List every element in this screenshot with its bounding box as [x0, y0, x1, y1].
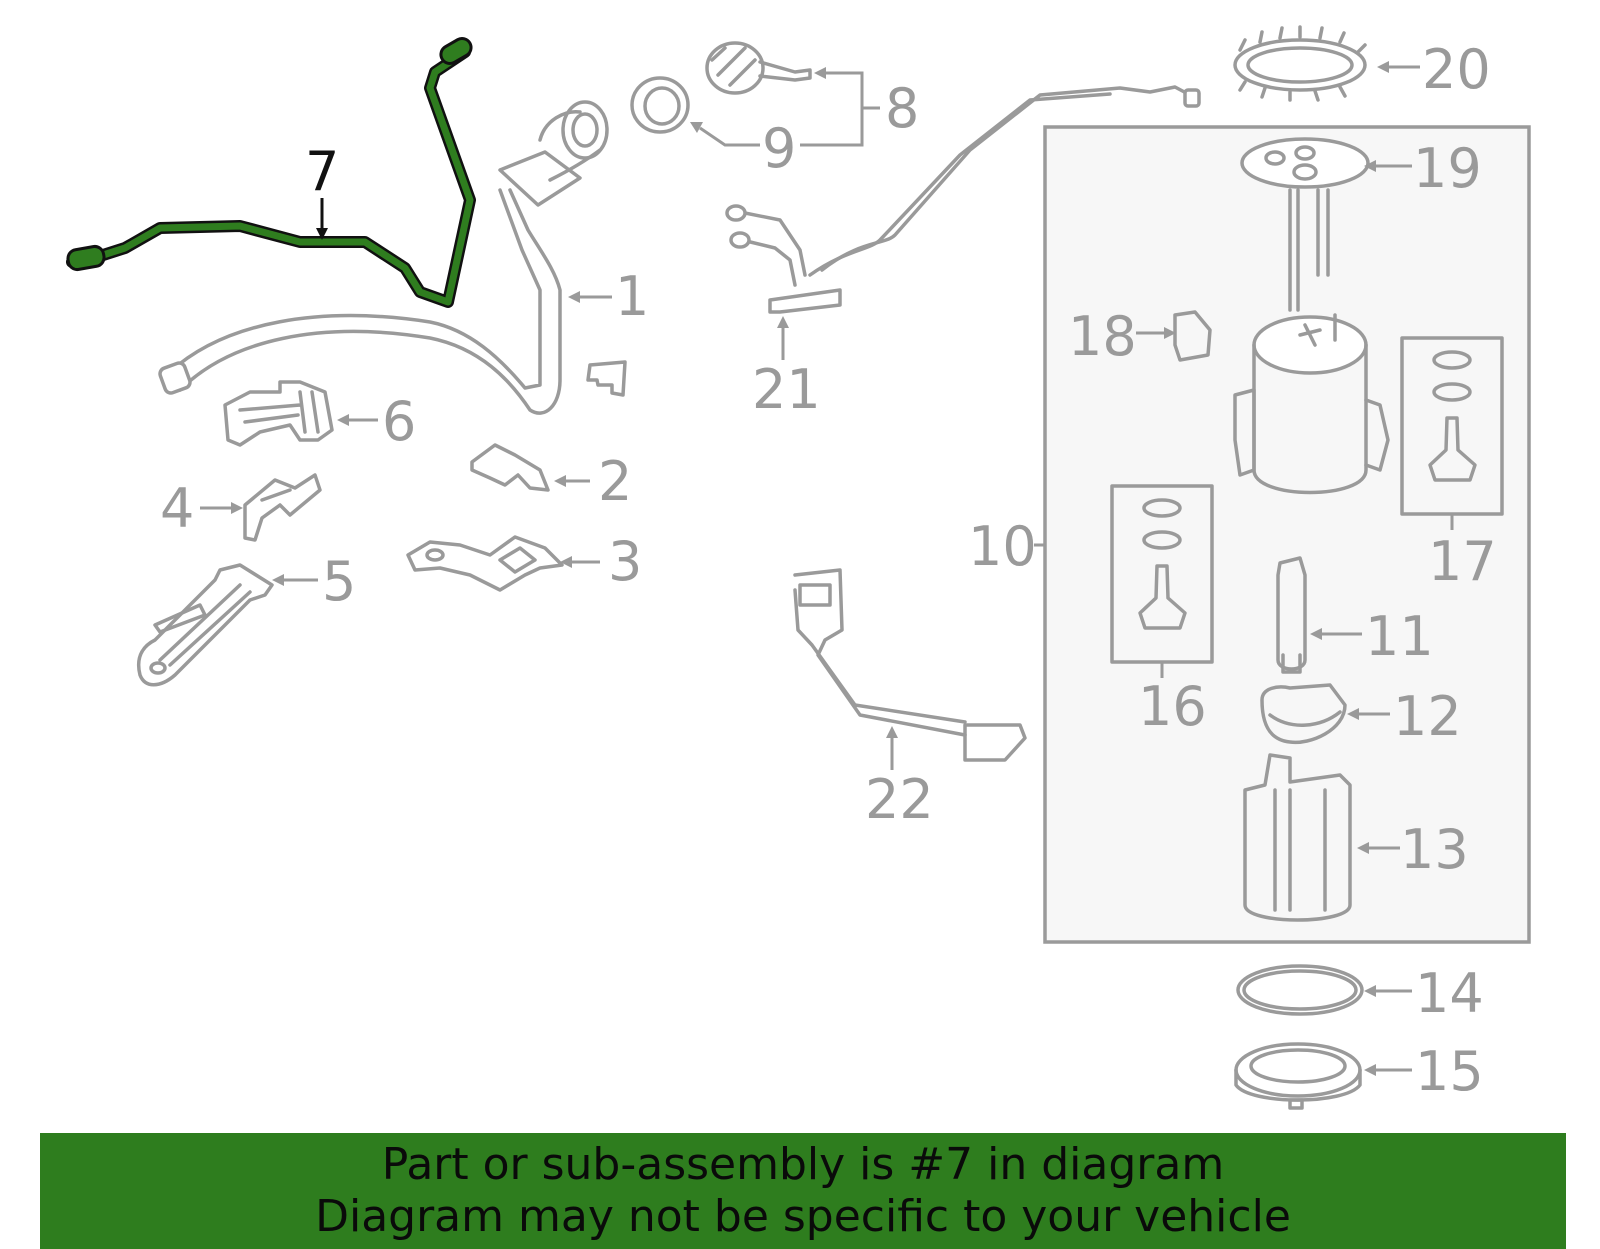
banner-line-2: Diagram may not be specific to your vehi…: [315, 1191, 1291, 1242]
callout-14: 14: [1415, 962, 1484, 1025]
callout-17: 17: [1428, 530, 1497, 593]
part-1-filler-pipe[interactable]: [158, 100, 627, 415]
part-4-clip[interactable]: [243, 473, 322, 542]
callout-3: 3: [608, 530, 642, 593]
part-22-sensor-wire[interactable]: [793, 568, 1027, 762]
part-7-highlighted-hose[interactable]: [66, 35, 476, 308]
callout-4: 4: [160, 477, 194, 540]
callout-1: 1: [615, 265, 649, 328]
leader-line-7: [316, 198, 328, 240]
leader-lines: [200, 61, 1454, 1076]
callout-11: 11: [1365, 605, 1434, 668]
part-10-pump-assembly[interactable]: [1043, 125, 1531, 944]
callout-10: 10: [968, 515, 1037, 578]
callout-5: 5: [322, 550, 356, 613]
callout-20: 20: [1422, 38, 1491, 101]
callout-labels: 1 2 3 4 5 6 7 8 9 10 11 12 13 14 15 16 1…: [160, 38, 1497, 1103]
part-14-gasket[interactable]: [1236, 964, 1364, 1016]
callout-13: 13: [1400, 818, 1469, 881]
callout-9: 9: [762, 117, 796, 180]
callout-7: 7: [305, 140, 339, 203]
callout-19: 19: [1413, 137, 1482, 200]
part-3-bracket[interactable]: [406, 535, 564, 592]
part-5-strap[interactable]: [137, 563, 274, 687]
callout-21: 21: [752, 358, 821, 421]
callout-18: 18: [1068, 305, 1137, 368]
callout-6: 6: [382, 390, 416, 453]
part-6-bracket[interactable]: [223, 380, 334, 447]
callout-22: 22: [865, 768, 934, 831]
callout-15: 15: [1415, 1040, 1484, 1103]
callout-8: 8: [885, 77, 919, 140]
banner-line-1: Part or sub-assembly is #7 in diagram: [381, 1139, 1225, 1190]
part-9-seal[interactable]: [630, 76, 690, 134]
part-2-clip[interactable]: [470, 443, 550, 492]
callout-16: 16: [1138, 675, 1207, 738]
part-20-lock-ring[interactable]: [1233, 25, 1367, 102]
part-15-ring[interactable]: [1234, 1042, 1362, 1110]
part-8-fuel-cap[interactable]: [705, 41, 812, 95]
callout-12: 12: [1393, 685, 1462, 748]
part-21-tube-assembly[interactable]: [725, 85, 1201, 314]
callout-2: 2: [598, 450, 632, 513]
info-banner: Part or sub-assembly is #7 in diagram Di…: [40, 1133, 1566, 1249]
